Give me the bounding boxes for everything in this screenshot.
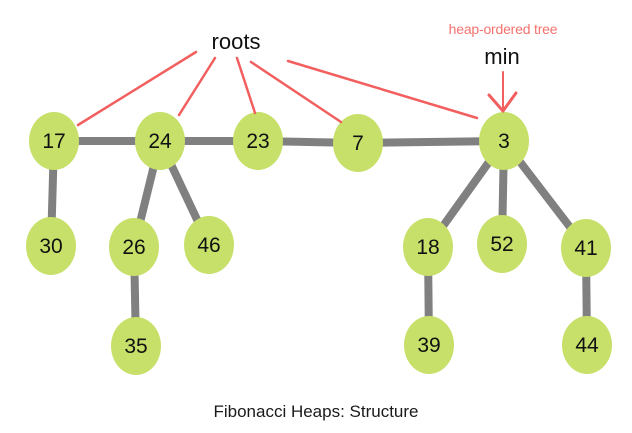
figure-caption: Fibonacci Heaps: Structure [213,402,419,421]
heap-node-value-46: 46 [197,234,220,257]
heap-node-value-7: 7 [352,132,364,155]
min-arrow-head-left [487,93,505,113]
heap-node-18: 18 [403,218,453,276]
heap-node-ellipse-7 [333,114,383,172]
heap-node-ellipse-18 [403,218,453,276]
heap-node-46: 46 [184,216,234,274]
heap-node-23: 23 [233,112,283,170]
heap-node-value-30: 30 [39,235,62,258]
heap-node-3: 3 [479,112,529,170]
heap-node-39: 39 [404,316,454,374]
roots-label: roots [211,29,261,54]
heap-node-value-44: 44 [575,334,599,357]
heap-node-value-26: 26 [122,236,145,259]
roots-pointer-line-23 [235,56,257,115]
heap-node-value-18: 18 [416,236,439,259]
heap-node-value-39: 39 [417,334,440,357]
min-label: min [484,44,520,69]
heap-node-17: 17 [29,112,79,170]
roots-pointer-line-17 [76,50,198,127]
heap-node-ellipse-30 [26,217,76,275]
heap-node-value-17: 17 [42,130,65,153]
heap-node-value-41: 41 [574,237,597,260]
heap-node-41: 41 [561,219,611,277]
heap-node-26: 26 [109,218,159,276]
heap-node-44: 44 [562,316,612,374]
heap-node-24: 24 [135,112,185,170]
heap-node-ellipse-26 [109,218,159,276]
heap-node-35: 35 [111,317,161,375]
heap-node-ellipse-46 [184,216,234,274]
min-arrow-head-right [501,91,518,113]
heap-node-52: 52 [477,215,527,273]
roots-pointer-line-7 [249,60,343,124]
heap-node-ellipse-44 [562,316,612,374]
heap-node-ellipse-52 [477,215,527,273]
roots-pointer-line-3 [286,59,479,120]
heap-node-ellipse-23 [233,112,283,170]
heap-node-value-52: 52 [490,233,513,256]
heap-node-ellipse-17 [29,112,79,170]
heap-node-value-23: 23 [246,130,269,153]
heap-node-value-3: 3 [498,130,510,153]
heap-ordered-tree-label: heap-ordered tree [448,21,558,37]
heap-node-7: 7 [333,114,383,172]
heap-node-ellipse-3 [479,112,529,170]
heap-node-30: 30 [26,217,76,275]
heap-node-value-35: 35 [124,335,147,358]
heap-node-ellipse-39 [404,316,454,374]
heap-node-ellipse-24 [135,112,185,170]
heap-node-ellipse-41 [561,219,611,277]
heap-node-ellipse-35 [111,317,161,375]
heap-node-value-24: 24 [148,130,172,153]
roots-pointer-line-24 [177,56,217,117]
